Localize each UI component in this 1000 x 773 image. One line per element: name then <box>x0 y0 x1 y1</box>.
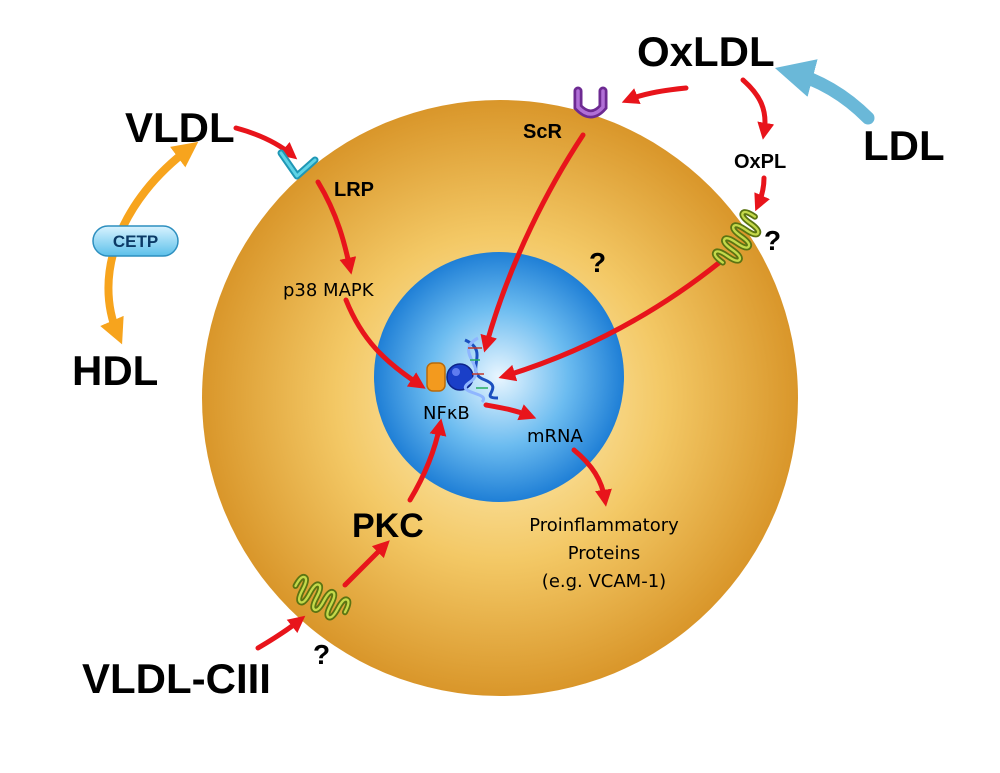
pkc-to-nfkb-arrow <box>407 418 447 503</box>
proteins-label-line1: Proinflammatory <box>529 515 679 536</box>
proteins-label-line3: (e.g. VCAM-1) <box>542 571 666 592</box>
oxpl-to-receptor-arrow <box>754 175 770 212</box>
nfkb-label: NFκB <box>423 403 470 424</box>
question-mark-oxpl-receptor: ? <box>764 225 781 256</box>
lrp-label: LRP <box>334 179 374 201</box>
scr-receptor-icon <box>573 86 608 119</box>
mrna-to-proteins-arrow <box>571 447 612 507</box>
oxldl-label: OxLDL <box>637 28 775 75</box>
cetp-label: CETP <box>113 232 158 251</box>
ldl-label: LDL <box>863 122 945 169</box>
oxldl-to-scr-arrow <box>621 85 689 104</box>
lrp-receptor-icon <box>277 149 319 180</box>
proteins-label-line2: Proteins <box>568 543 640 564</box>
cetp-badge: CETP <box>92 225 179 257</box>
vldl-ciii-label: VLDL-CIII <box>82 655 271 702</box>
dna-helix-icon <box>463 336 499 404</box>
oxldl-to-oxpl-arrow <box>740 77 775 140</box>
scr-to-nucleus-arrow <box>480 132 586 353</box>
oxpl-label: OxPL <box>734 151 786 173</box>
p38-mapk-label: p38 MAPK <box>283 280 375 301</box>
question-mark-vldl-ciii-receptor: ? <box>313 639 330 670</box>
p38-to-nfkb-arrow <box>343 297 426 389</box>
oxpl-receptor-icon <box>711 209 762 266</box>
receptor-to-pkc-arrow <box>342 540 390 588</box>
vldlciii-to-receptor-arrow <box>255 615 306 651</box>
vldl-label: VLDL <box>125 104 235 151</box>
hdl-label: HDL <box>72 347 158 394</box>
vldl-ciii-receptor-icon <box>292 573 352 621</box>
ldl-to-oxldl-arrow <box>774 59 875 125</box>
receptor-to-nucleus-arrow <box>498 259 723 382</box>
mrna-label: mRNA <box>527 426 584 447</box>
pkc-label: PKC <box>352 507 424 545</box>
question-mark-nucleus: ? <box>589 247 606 278</box>
nfkb-to-mrna-arrow <box>483 402 537 421</box>
scr-label: ScR <box>523 121 562 143</box>
lrp-to-p38-arrow <box>315 179 357 275</box>
vldl-to-lrp-arrow <box>233 125 298 160</box>
